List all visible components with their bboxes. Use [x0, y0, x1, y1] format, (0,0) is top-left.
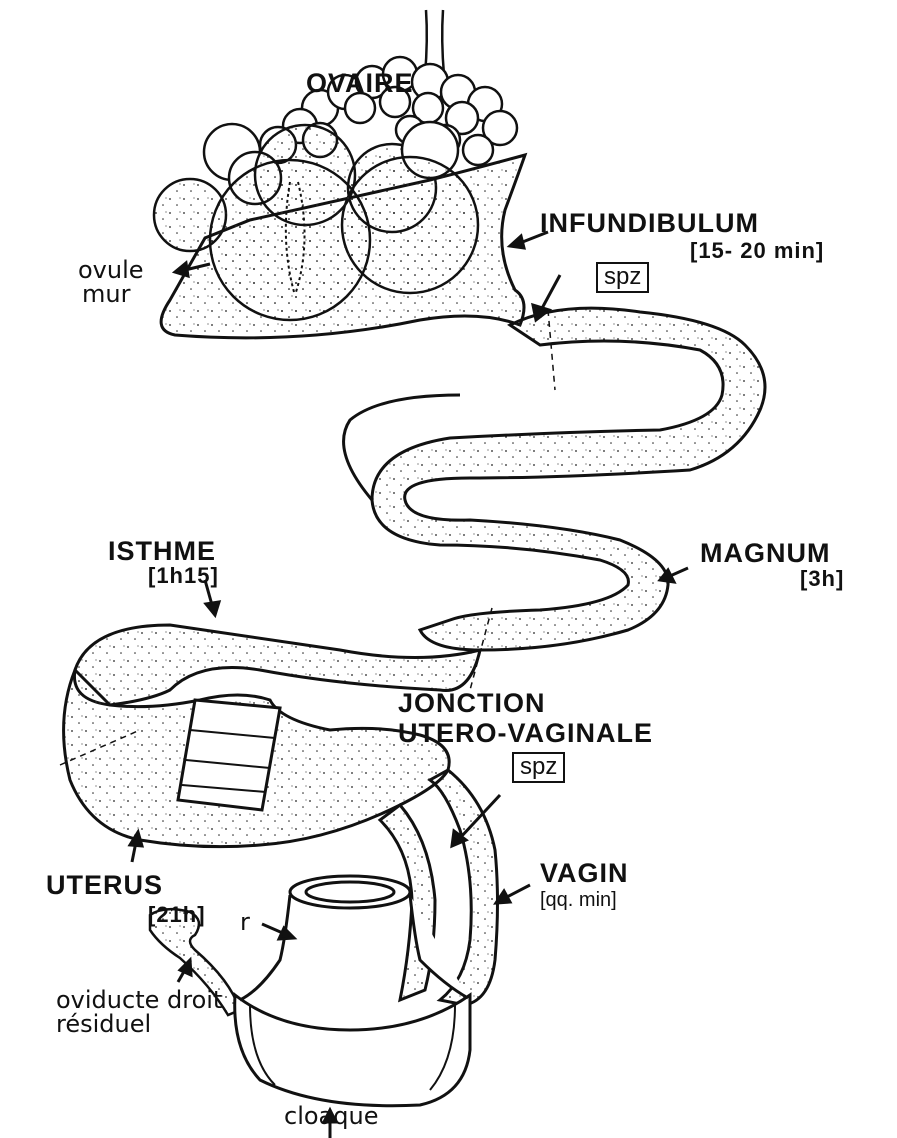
- label-uterus: UTERUS: [46, 872, 163, 899]
- label-utero-vaginale: UTERO-VAGINALE: [398, 720, 653, 747]
- magnum-coil: [372, 308, 765, 650]
- label-mur: mur: [82, 282, 130, 306]
- label-spz-top: spz: [596, 262, 649, 293]
- label-isthme-time: [1h15]: [148, 565, 219, 587]
- label-cloaque: cloaque: [284, 1104, 378, 1128]
- label-vagin-time: [qq. min]: [540, 890, 617, 910]
- label-ovaire: OVAIRE: [306, 70, 414, 97]
- label-spz-bottom: spz: [512, 752, 565, 783]
- label-uterus-time: [21h]: [148, 904, 206, 926]
- label-infundibulum: INFUNDIBULUM: [540, 210, 759, 237]
- label-isthme: ISTHME: [108, 538, 216, 565]
- label-r: r: [240, 910, 250, 934]
- label-magnum: MAGNUM: [700, 540, 830, 567]
- label-ovule: ovule: [78, 258, 144, 282]
- label-infundibulum-time: [15- 20 min]: [690, 240, 824, 262]
- label-jonction: JONCTION: [398, 690, 546, 717]
- label-magnum-time: [3h]: [800, 568, 844, 590]
- uterus-window: [178, 700, 280, 810]
- label-residuel: résiduel: [56, 1012, 151, 1036]
- label-oviducte: oviducte droit: [56, 988, 222, 1012]
- label-vagin: VAGIN: [540, 860, 629, 887]
